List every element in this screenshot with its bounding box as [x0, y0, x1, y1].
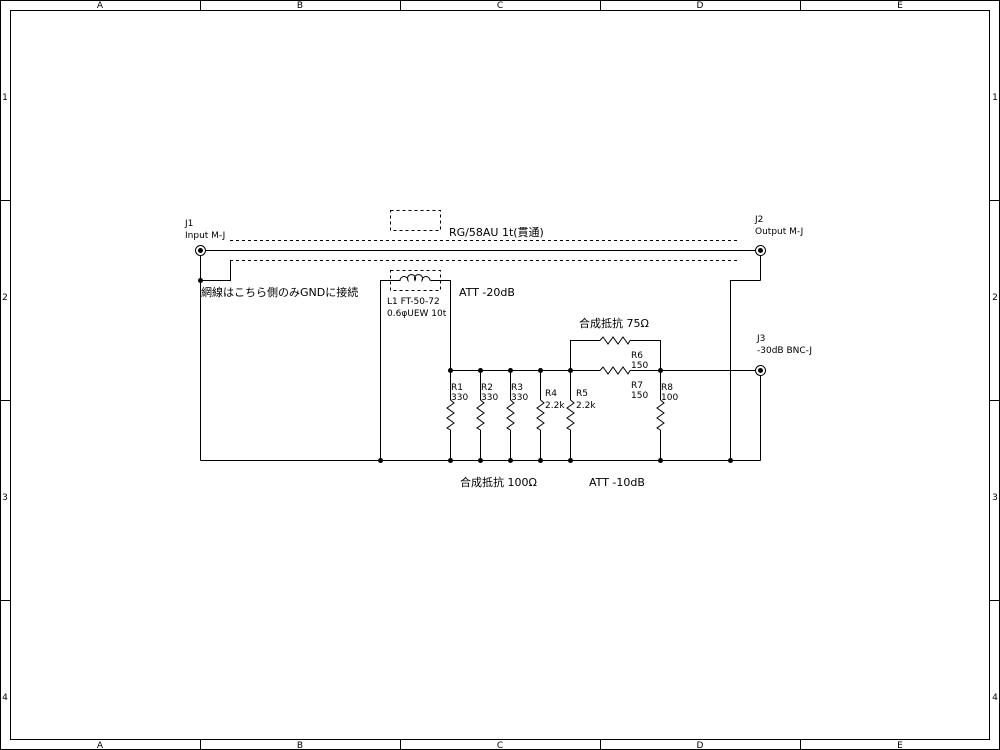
composite100-label: 合成抵抗 100Ω	[460, 475, 537, 489]
zone-row-1-left: 1	[2, 93, 8, 103]
r2-value: 330	[481, 393, 498, 403]
r7-ref: R7	[631, 381, 643, 391]
zone-row-2-right: 2	[992, 293, 998, 303]
j2-name: Output M-J	[755, 227, 803, 237]
zone-row-2-left: 2	[2, 293, 8, 303]
shield-note: 網線はこちら側のみGNDに接続	[201, 285, 358, 299]
r5-value: 2.2k	[576, 401, 596, 411]
r8-value: 100	[661, 393, 678, 403]
r4-value: 2.2k	[545, 401, 565, 411]
r1-ref: R1	[451, 383, 463, 393]
r7-symbol	[599, 366, 631, 375]
zone-row-3-right: 3	[992, 493, 998, 503]
r6-value: 150	[631, 361, 648, 371]
r2-symbol	[476, 399, 485, 431]
composite75-label: 合成抵抗 75Ω	[579, 316, 649, 330]
att20-label: ATT -20dB	[459, 286, 515, 299]
r3-value: 330	[511, 393, 528, 403]
r6-symbol	[599, 336, 631, 345]
wires	[200, 250, 761, 461]
r6-ref: R6	[631, 351, 643, 361]
r3-ref: R3	[511, 383, 523, 393]
att10-label: ATT -10dB	[589, 476, 645, 489]
r2-ref: R2	[481, 383, 493, 393]
r8-ref: R8	[661, 383, 673, 393]
j1-ref: J1	[184, 219, 193, 229]
r4-symbol	[536, 399, 545, 431]
zone-row-1-right: 1	[992, 93, 998, 103]
j3-connector	[755, 365, 766, 376]
r1-symbol	[446, 399, 455, 431]
zone-col-b-top: B	[297, 1, 303, 11]
zone-row-3-left: 3	[2, 493, 8, 503]
zone-col-c-bottom: C	[497, 741, 503, 750]
j1-name: Input M-J	[185, 231, 225, 241]
l1-symbol	[399, 274, 431, 282]
zone-col-e-top: E	[897, 1, 903, 11]
zone-col-e-bottom: E	[897, 741, 903, 750]
r3-symbol	[506, 399, 515, 431]
zone-col-c-top: C	[497, 1, 503, 11]
j3-name: -30dB BNC-J	[757, 346, 812, 356]
zone-col-a-bottom: A	[97, 741, 104, 750]
r8-symbol	[656, 399, 665, 431]
junction-dots	[198, 278, 733, 463]
zone-col-a-top: A	[97, 1, 104, 11]
cable-label: RG/58AU 1t(貫通)	[449, 226, 544, 239]
zone-row-4-right: 4	[992, 693, 998, 703]
j3-ref: J3	[756, 334, 765, 344]
r5-symbol	[566, 399, 575, 431]
j1-connector	[195, 245, 206, 256]
r5-ref: R5	[576, 389, 588, 399]
r4-ref: R4	[545, 389, 557, 399]
zone-col-b-bottom: B	[297, 741, 303, 750]
j2-ref: J2	[754, 215, 763, 225]
zone-col-d-top: D	[697, 1, 704, 11]
j2-connector	[755, 245, 766, 256]
zone-col-d-bottom: D	[697, 741, 704, 750]
l1-ref: L1 FT-50-72	[387, 297, 440, 307]
r1-value: 330	[451, 393, 468, 403]
l1-spec: 0.6φUEW 10t	[387, 309, 447, 319]
r7-value: 150	[631, 391, 648, 401]
zone-row-4-left: 4	[2, 693, 8, 703]
